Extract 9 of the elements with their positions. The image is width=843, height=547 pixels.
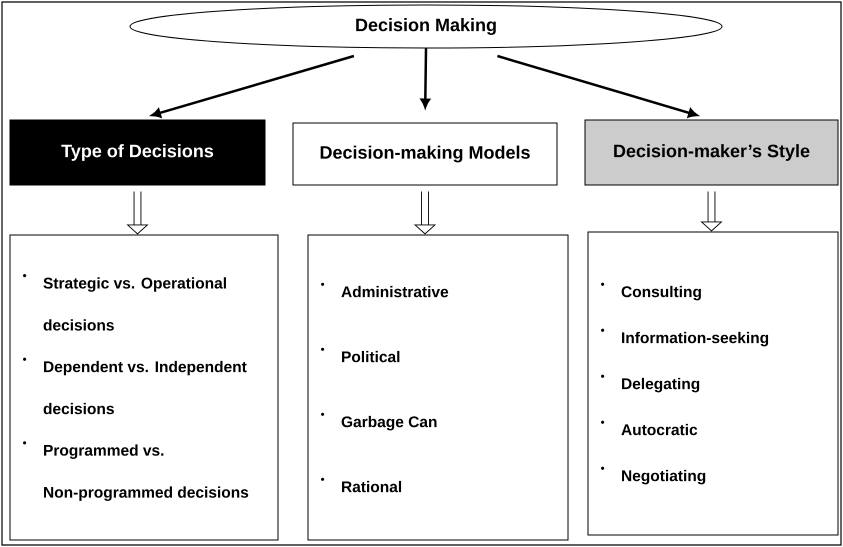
category-box: Type of Decisions (10, 120, 266, 186)
list-box: Administrative Political Garbage Can Rational (308, 234, 568, 540)
arrow (151, 54, 354, 118)
arrow (420, 48, 430, 108)
arrow (497, 54, 698, 118)
list-box: Strategic vs. Operational decisions Dependent vs. Independent decisions Programmed vs. Non-programmed decisions (10, 234, 278, 540)
category-box: Decision-maker’s Style (584, 120, 838, 186)
category-box: Decision-making Models (292, 122, 558, 186)
list-box: Consulting Information-seeking Delegating Autocratic Negotiating (588, 232, 838, 536)
